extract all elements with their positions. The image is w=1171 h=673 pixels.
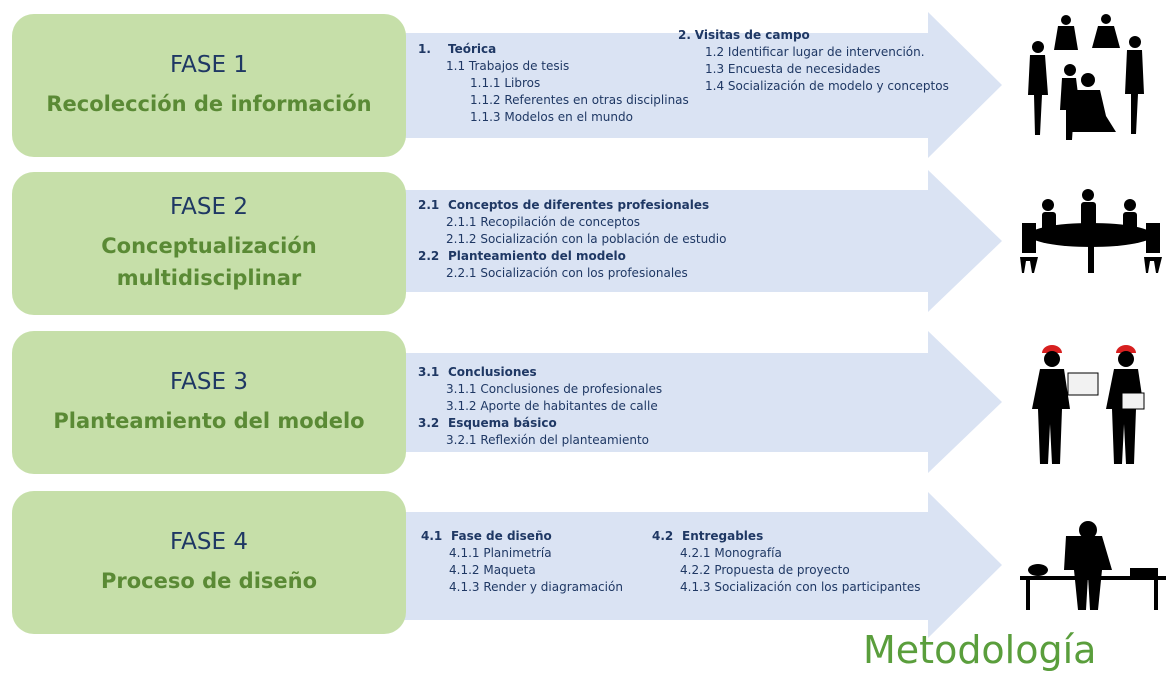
section-number: 2.1 (418, 198, 440, 212)
list-item: 2.1.2 Socialización con la población de … (446, 232, 727, 246)
section-heading: Visitas de campo (694, 28, 810, 42)
phase-3-title: Planteamiento del modelo (53, 408, 365, 433)
phase-1-theory-list: 1. Teórica 1.1 Trabajos de tesis 1.1.1 Li… (418, 41, 689, 126)
methodology-title: Metodología (863, 628, 1097, 672)
list-item: 1.1.3 Modelos en el mundo (470, 110, 633, 124)
phase-2-box: FASE 2 Conceptualización multidisciplina… (12, 172, 406, 315)
phase-3-box: FASE 3 Planteamiento del modelo (12, 331, 406, 474)
people-reading-silhouette (1028, 14, 1144, 140)
section-heading: Entregables (682, 529, 764, 543)
list-item: 1.1.1 Libros (470, 76, 541, 90)
list-item: 1.1 Trabajos de tesis (446, 59, 570, 73)
list-item: 4.1.3 Socialización con los participante… (680, 580, 921, 594)
phase-1-number: FASE 1 (170, 51, 248, 78)
list-item: 3.1.2 Aporte de habitantes de calle (446, 399, 658, 413)
section-heading: Fase de diseño (451, 529, 552, 543)
phase-2-number: FASE 2 (170, 193, 248, 220)
list-item: 3.1.1 Conclusiones de profesionales (446, 382, 663, 396)
phase-3-number: FASE 3 (170, 368, 248, 395)
section-number: 4.2 (652, 529, 674, 543)
section-heading: Conceptos de diferentes profesionales (448, 198, 710, 212)
phase-1-box: FASE 1 Recolección de información (12, 14, 406, 157)
phase-4-title: Proceso de diseño (100, 568, 318, 593)
phase-4-design-list: 4.1 Fase de diseño 4.1.1 Planimetría 4.1.… (421, 528, 623, 596)
phase-1-field-list: 2. Visitas de campo 1.2 Identificar luga… (678, 27, 949, 95)
list-item: 4.1.1 Planimetría (449, 546, 552, 560)
section-heading: Conclusiones (448, 365, 537, 379)
phase-3-list: 3.1 Conclusiones 3.1.1 Conclusiones de pr… (418, 364, 662, 449)
phase-2-arrow (380, 170, 1002, 312)
list-item: 1.4 Socialización de modelo y conceptos (705, 79, 949, 93)
list-item: 3.2.1 Reflexión del planteamiento (446, 433, 650, 447)
section-number: 3.1 (418, 365, 440, 379)
phase-4-deliverables-list: 4.2 Entregables 4.2.1 Monografía 4.2.2 Pr… (652, 528, 921, 596)
list-item: 1.1.2 Referentes en otras disciplinas (470, 93, 689, 107)
designer-at-desk-silhouette (1020, 521, 1166, 610)
phase-4-number: FASE 4 (170, 528, 248, 555)
section-heading: Teórica (448, 42, 497, 56)
phase-1-arrow (380, 12, 1002, 158)
phase-1-title: Recolección de información (46, 91, 372, 116)
phase-3-arrow (380, 331, 1002, 473)
list-item: 4.1.3 Render y diagramación (449, 580, 623, 594)
list-item: 2.2.1 Socialización con los profesionale… (446, 266, 688, 280)
phase-2-list: 2.1 Conceptos de diferentes profesionales… (418, 197, 726, 282)
list-item: 4.1.2 Maqueta (449, 563, 536, 577)
section-number: 2. (678, 28, 691, 42)
list-item: 4.2.1 Monografía (680, 546, 782, 560)
list-item: 4.2.2 Propuesta de proyecto (680, 563, 850, 577)
list-item: 2.1.1 Recopilación de conceptos (446, 215, 641, 229)
section-number: 1. (418, 42, 431, 56)
phase-4-arrow (380, 492, 1002, 638)
section-number: 4.1 (421, 529, 443, 543)
section-number: 2.2 (418, 249, 440, 263)
phase-4-box: FASE 4 Proceso de diseño (12, 491, 406, 634)
list-item: 1.3 Encuesta de necesidades (705, 62, 881, 76)
section-number: 3.2 (418, 416, 440, 430)
meeting-table-silhouette (1020, 189, 1162, 273)
list-item: 1.2 Identificar lugar de intervención. (705, 45, 925, 59)
section-heading: Esquema básico (448, 416, 557, 430)
section-heading: Planteamiento del modelo (448, 249, 626, 263)
phase-2-title: Conceptualización multidisciplinar (101, 233, 317, 290)
engineers-silhouette (1032, 345, 1145, 464)
